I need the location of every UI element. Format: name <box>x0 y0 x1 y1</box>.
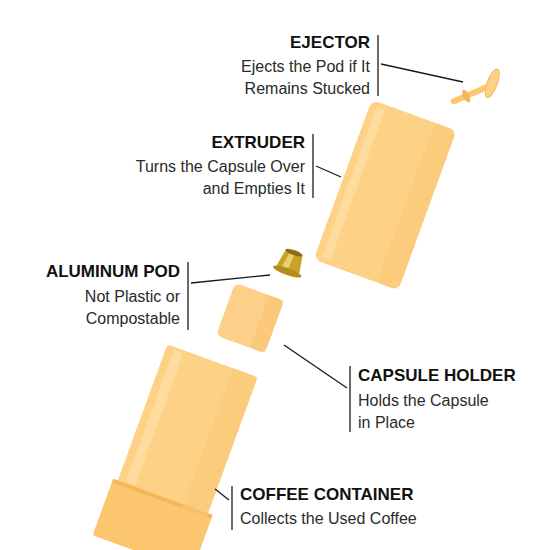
pod-rim <box>272 263 303 280</box>
callout-heading: EXTRUDER <box>105 133 305 153</box>
ejector-disc <box>482 67 502 99</box>
callout-heading: ALUMINUM POD <box>10 262 180 282</box>
callout-text: Ejects the Pod if It Remains Stucked <box>220 56 370 100</box>
extruder-shade <box>377 123 457 291</box>
callout-text: Holds the Capsule in Place <box>358 390 500 434</box>
ejector-collar <box>461 88 472 103</box>
capsule-holder <box>216 283 284 353</box>
ejector-shaft <box>454 77 489 111</box>
aluminum-pod <box>272 245 309 280</box>
extruder <box>314 100 457 291</box>
extruder-highlight <box>322 107 385 260</box>
callout-heading: COFFEE CONTAINER <box>240 485 540 505</box>
callout-text: Turns the Capsule Over and Empties It <box>120 156 305 200</box>
leader-line <box>191 275 270 283</box>
leader-line <box>215 489 229 500</box>
container-highlight <box>126 350 183 485</box>
ejector <box>454 59 502 113</box>
leader-line <box>381 64 463 82</box>
leader-line <box>284 345 347 388</box>
leader-line <box>316 166 341 177</box>
extruder-body <box>314 100 457 291</box>
callout-heading: CAPSULE HOLDER <box>358 366 543 386</box>
holder-body <box>216 283 284 353</box>
callout-bar <box>312 134 313 198</box>
pod-top <box>285 247 304 258</box>
holder-shade <box>250 295 284 353</box>
callout-text: Not Plastic or Compostable <box>60 286 180 330</box>
callout-bar <box>231 486 232 530</box>
callout-lines <box>188 35 463 530</box>
coffee-container <box>93 343 263 550</box>
callout-bar <box>377 35 378 96</box>
callout-bar <box>187 262 188 330</box>
callout-text: Collects the Used Coffee <box>240 508 540 530</box>
callout-heading: EJECTOR <box>170 33 370 53</box>
callout-bar <box>349 366 350 432</box>
